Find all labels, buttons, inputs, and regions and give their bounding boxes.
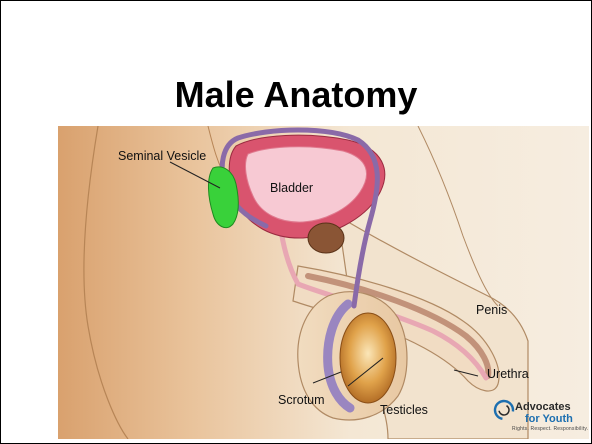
- slide-title: Male Anatomy: [1, 73, 591, 117]
- prostate: [308, 223, 344, 253]
- logo-name-line2: for Youth: [525, 413, 573, 425]
- label-penis: Penis: [476, 303, 507, 317]
- label-testicles: Testicles: [380, 403, 428, 417]
- logo-tagline: Rights. Respect. Responsibility.: [512, 426, 588, 432]
- advocates-logo-icon: [493, 399, 515, 421]
- logo-name-line1: Advocates: [515, 401, 571, 413]
- label-urethra: Urethra: [487, 367, 529, 381]
- testicle-shape: [340, 313, 396, 403]
- label-seminal-vesicle: Seminal Vesicle: [118, 149, 206, 163]
- label-scrotum: Scrotum: [278, 393, 325, 407]
- label-bladder: Bladder: [270, 181, 313, 195]
